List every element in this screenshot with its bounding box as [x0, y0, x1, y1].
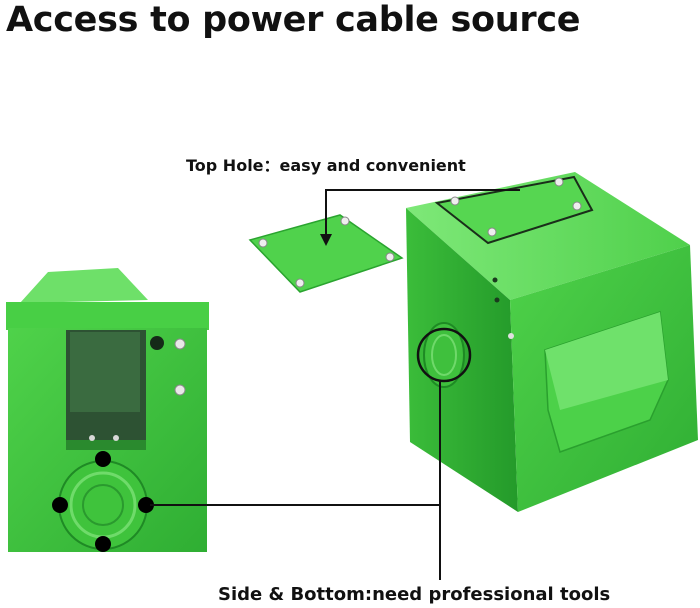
right-outlet-box	[406, 172, 698, 512]
top-hole-label: Top Hole：easy and convenient	[186, 156, 466, 175]
left-box-cap	[20, 268, 148, 303]
screw-icon	[385, 252, 395, 262]
screw-icon	[295, 278, 305, 288]
left-box-cavity-back	[70, 332, 140, 412]
right-box-top-plate	[434, 175, 594, 245]
side-bottom-label: Side & Bottom:need professional tools	[218, 584, 611, 605]
screw-icon	[174, 338, 186, 350]
top-hole-callout-line	[325, 189, 520, 240]
left-box-hole	[150, 336, 164, 350]
left-outlet-box	[6, 268, 209, 552]
screw-icon	[174, 384, 186, 396]
knockout-dot	[95, 451, 111, 467]
screw-icon	[258, 238, 268, 248]
left-box-rim	[6, 302, 209, 330]
side-knockout-ring	[416, 327, 472, 383]
side-knockout	[423, 322, 465, 388]
knockout-dot	[95, 536, 111, 552]
arrow-down-icon	[320, 234, 332, 246]
screw-icon	[340, 216, 350, 226]
knockout-dot	[138, 497, 154, 513]
page-title: Access to power cable source	[6, 0, 581, 40]
knockout-dot	[52, 497, 68, 513]
callout-lines	[150, 189, 520, 580]
top-hole-plate	[248, 214, 404, 293]
